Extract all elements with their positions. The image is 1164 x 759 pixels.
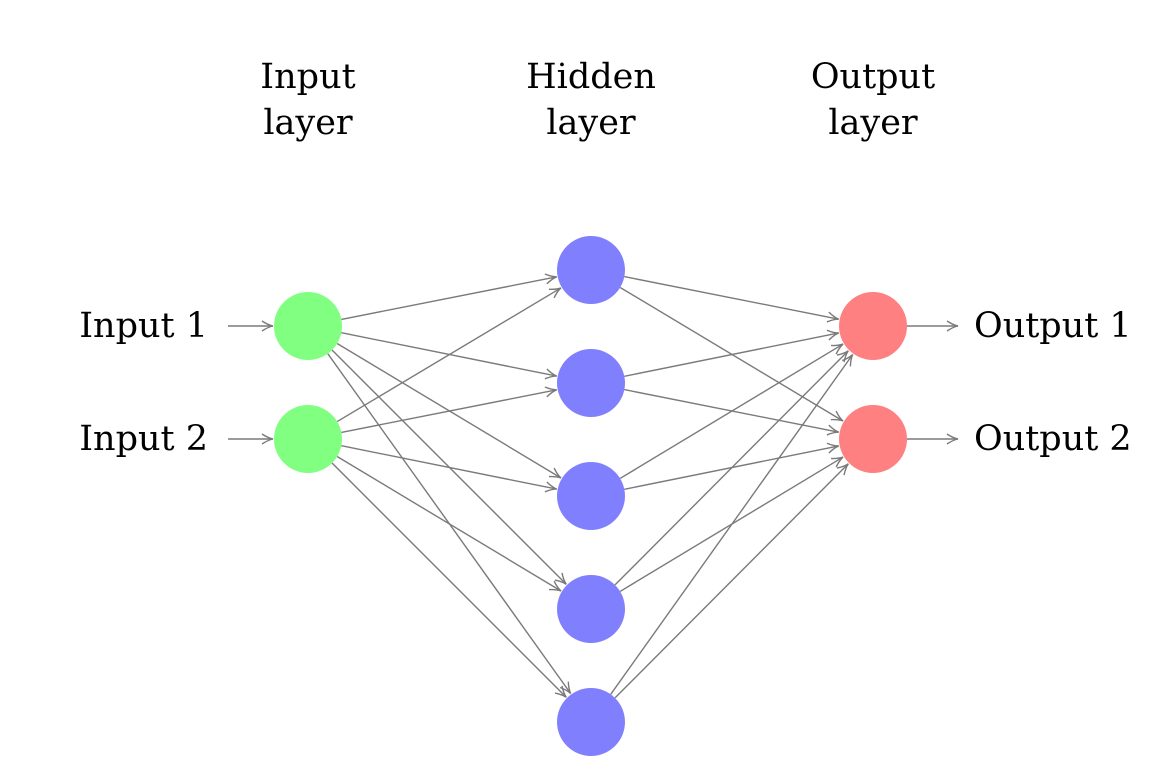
output-node-1: [839, 292, 907, 360]
input-hidden-edge-2-1: [336, 287, 562, 423]
input-hidden-edge-2-3: [341, 445, 557, 493]
output-node-2: [839, 405, 907, 473]
hidden-output-edge-4-1: [614, 350, 849, 586]
layer-titles: Input layer Hidden layer Output layer: [260, 57, 935, 143]
hidden-node-3: [557, 462, 625, 530]
hidden-output-edge-3-1: [619, 343, 844, 480]
connections: [327, 273, 854, 699]
input-label-2: Input 2: [79, 419, 208, 459]
hidden-output-edge-1-1: [624, 275, 839, 323]
input-hidden-edge-2-2: [341, 386, 557, 434]
hidden-output-edge-5-1: [610, 353, 854, 695]
input-layer-title-line2: layer: [263, 103, 353, 143]
io-labels: Input 1 Input 2 Output 1 Output 2: [79, 306, 1132, 459]
hidden-layer-title-line1: Hidden: [526, 57, 656, 97]
hidden-output-edge-5-2: [614, 463, 849, 699]
hidden-node-2: [557, 349, 625, 417]
input-layer-title-line1: Input: [260, 57, 355, 97]
input-node-1: [274, 292, 342, 360]
hidden-output-edge-2-1: [624, 329, 839, 377]
input-node-2: [274, 405, 342, 473]
hidden-layer-title-line2: layer: [546, 103, 636, 143]
input-label-1: Input 1: [79, 306, 208, 346]
output-layer-title-line1: Output: [811, 57, 935, 97]
hidden-node-4: [557, 575, 625, 643]
output-layer-title-line2: layer: [828, 103, 918, 143]
input-hidden-edge-2-5: [331, 462, 567, 698]
output-label-1: Output 1: [974, 306, 1132, 346]
input-hidden-edge-2-4: [336, 455, 562, 592]
hidden-node-1: [557, 236, 625, 304]
nodes: [274, 236, 907, 756]
output-label-2: Output 2: [974, 419, 1132, 459]
io-arrows: [228, 320, 959, 445]
hidden-node-5: [557, 688, 625, 756]
input-hidden-edge-1-1: [341, 273, 557, 321]
